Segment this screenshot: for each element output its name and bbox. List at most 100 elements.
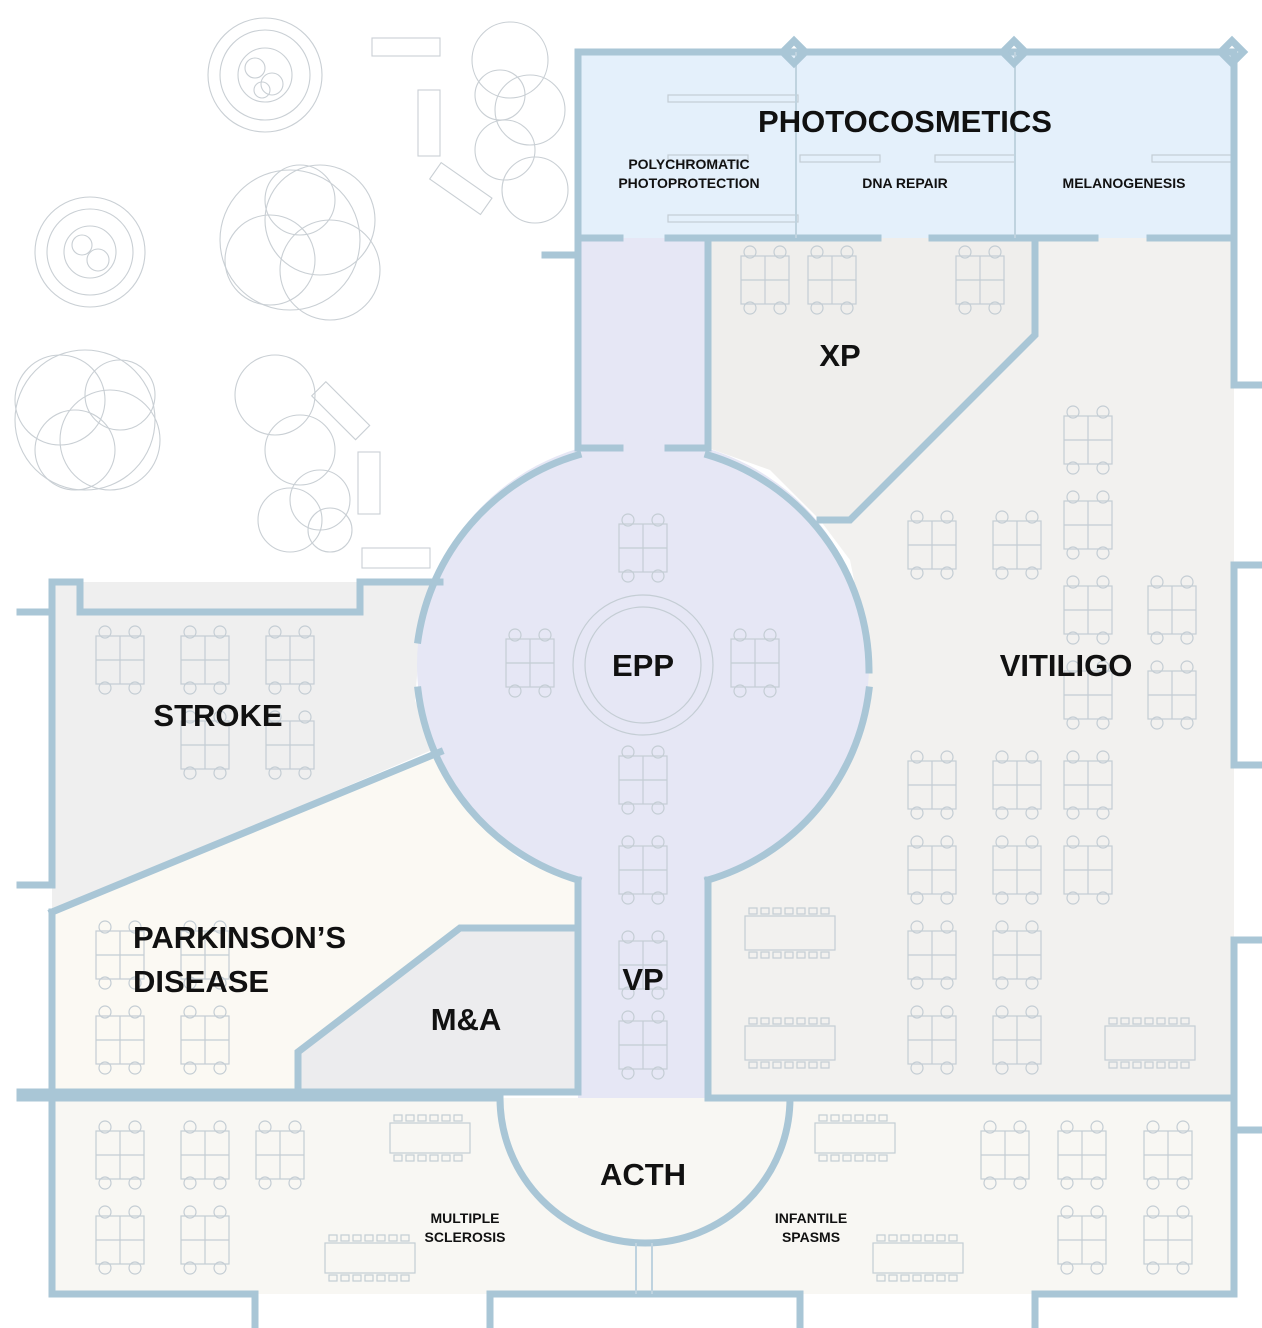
conference-table xyxy=(872,1234,964,1282)
desk-pod xyxy=(1063,490,1113,560)
desk-pod xyxy=(1143,1120,1193,1190)
tree-cluster-6 xyxy=(471,21,569,224)
desk-pod xyxy=(255,1120,305,1190)
desk-pod xyxy=(907,920,957,990)
photocosmetics-label: PHOTOCOSMETICS xyxy=(758,104,1052,139)
conference-table xyxy=(1104,1017,1196,1069)
stroke-area xyxy=(52,582,440,912)
photocosmetics-area xyxy=(578,52,1234,238)
parkinsons-label-line2: DISEASE xyxy=(133,964,269,999)
tree-cluster-5 xyxy=(234,354,353,553)
tree-cluster-3 xyxy=(219,164,381,321)
tree-cluster-4 xyxy=(14,349,161,491)
desk-pod xyxy=(907,510,957,580)
desk-pod xyxy=(95,1205,145,1275)
desk-pod xyxy=(740,245,790,315)
desk-pod xyxy=(618,930,668,1000)
polychromatic-label: POLYCHROMATIC xyxy=(628,156,749,172)
desk-pod xyxy=(992,920,1042,990)
desk-pod xyxy=(955,245,1005,315)
room-fills xyxy=(52,52,1234,1294)
desk-pod xyxy=(180,1005,230,1075)
desk-pod xyxy=(992,1005,1042,1075)
conference-table xyxy=(744,1017,836,1069)
desk-pod xyxy=(180,1120,230,1190)
lab-bench xyxy=(667,94,799,103)
desk-pod xyxy=(1063,750,1113,820)
vp-label: VP xyxy=(622,962,663,997)
infantile-spasms-label-line2: SPASMS xyxy=(782,1229,840,1245)
desk-pod xyxy=(807,245,857,315)
desk-pod xyxy=(618,513,668,583)
desk-pod xyxy=(980,1120,1030,1190)
conference-table xyxy=(389,1114,471,1162)
desk-pod xyxy=(180,1205,230,1275)
desk-pod xyxy=(992,510,1042,580)
desk-pod xyxy=(505,628,555,698)
south-wing-area xyxy=(52,1098,1234,1294)
desk-pod xyxy=(180,625,230,695)
acth-label: ACTH xyxy=(600,1157,686,1192)
conference-table xyxy=(744,907,836,959)
vitiligo-area xyxy=(708,238,1234,1098)
conference-table xyxy=(324,1234,416,1282)
tree-cluster-1 xyxy=(207,17,323,133)
walls xyxy=(16,35,1262,1328)
multiple-sclerosis-label-line1: MULTIPLE xyxy=(431,1210,500,1226)
desk-pod xyxy=(180,920,230,990)
desk-pod xyxy=(992,835,1042,905)
benches xyxy=(310,37,493,569)
desk-pod xyxy=(618,1010,668,1080)
photoprotection-label: PHOTOPROTECTION xyxy=(618,175,759,191)
vitiligo-label: VITILIGO xyxy=(1000,648,1133,683)
tree-cluster-2 xyxy=(34,196,146,308)
desk-pod xyxy=(907,835,957,905)
melanogenesis-label: MELANOGENESIS xyxy=(1063,175,1186,191)
desk-pod xyxy=(730,628,780,698)
desk-pod xyxy=(1057,1205,1107,1275)
epp-label: EPP xyxy=(612,648,674,683)
desk-pod xyxy=(618,745,668,815)
desk-pod xyxy=(95,920,145,990)
multiple-sclerosis-label-line2: SCLEROSIS xyxy=(425,1229,506,1245)
desk-pod xyxy=(1143,1205,1193,1275)
desk-pod xyxy=(1063,835,1113,905)
epp-rotunda xyxy=(417,439,869,891)
room-labels: PHOTOCOSMETICS POLYCHROMATIC PHOTOPROTEC… xyxy=(133,104,1185,1245)
desk-pod xyxy=(1063,405,1113,475)
infantile-spasms-label-line1: INFANTILE xyxy=(775,1210,847,1226)
desk-pod xyxy=(265,710,315,780)
furniture xyxy=(95,94,1233,1282)
lab-bench xyxy=(799,154,881,163)
desk-pod xyxy=(180,710,230,780)
desk-pod xyxy=(95,1120,145,1190)
lab-bench xyxy=(667,214,799,223)
dna-repair-label: DNA REPAIR xyxy=(862,175,948,191)
lab-bench xyxy=(667,154,749,163)
epp-round-table-inner xyxy=(584,606,702,724)
parkinsons-label-line1: PARKINSON’S xyxy=(133,920,346,955)
desk-pod xyxy=(1057,1120,1107,1190)
desk-pod xyxy=(992,750,1042,820)
ma-label: M&A xyxy=(431,1002,502,1037)
epp-round-table xyxy=(572,594,714,736)
stroke-label: STROKE xyxy=(153,698,282,733)
epp-north-corridor xyxy=(578,238,708,448)
desk-pod xyxy=(95,625,145,695)
xp-area xyxy=(708,238,1035,520)
ma-area xyxy=(298,928,578,1092)
landscape xyxy=(14,17,569,569)
desk-pod xyxy=(618,835,668,905)
desk-pod xyxy=(907,1005,957,1075)
desk-pod xyxy=(1147,575,1197,645)
desk-pod xyxy=(95,1005,145,1075)
desk-pod xyxy=(907,750,957,820)
desk-pod xyxy=(1147,660,1197,730)
desk-pod xyxy=(265,625,315,695)
xp-label: XP xyxy=(819,338,860,373)
conference-table xyxy=(814,1114,896,1162)
parkinsons-area xyxy=(52,752,578,1092)
desk-pod xyxy=(1063,660,1113,730)
desk-pod xyxy=(1063,575,1113,645)
